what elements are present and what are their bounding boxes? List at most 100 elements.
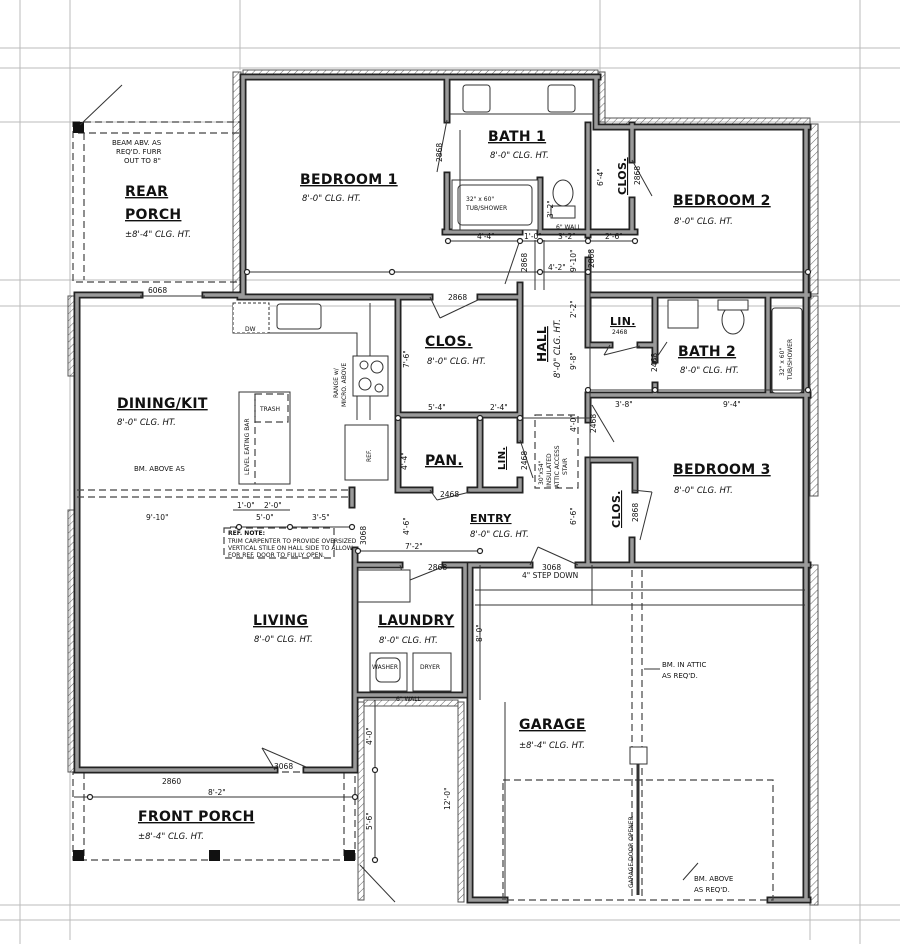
dryer-icon [412, 652, 452, 692]
beam-note: OUT TO 8" [124, 157, 161, 165]
dishwasher-label: DW [245, 326, 256, 333]
room-label-closet: CLOS. [425, 334, 473, 350]
dimension-label: 3'-2" [558, 232, 576, 241]
room-label-garage: GARAGE [519, 717, 586, 733]
dimension-label: 2'-4" [490, 403, 508, 412]
beam-note: BM. ABOVE [694, 875, 733, 883]
range-label: MICRO. ABOVE [341, 363, 348, 407]
garage-door-opener-label: GARAGE DOOR OPENER [628, 816, 635, 888]
tub-size: 32" x 60" [466, 196, 494, 203]
dimension-label: 3'-2" [546, 200, 555, 218]
dishwasher-icon [232, 302, 270, 334]
ceiling-height: ±8'-4" CLG. HT. [519, 741, 585, 751]
beam-note: BM. ABOVE AS [134, 465, 185, 473]
dimension-label: 9'-4" [723, 400, 741, 409]
door-label: 2868 [633, 166, 642, 185]
dimension-label: 5'-4" [428, 403, 446, 412]
sink-icon [667, 299, 699, 329]
dimension-label: 9'-10" [146, 513, 169, 522]
ceiling-height: 8'-0" CLG. HT. [674, 217, 733, 227]
dimension-label: 4'-4" [477, 232, 495, 241]
room-label-bedroom-3: BEDROOM 3 [673, 462, 771, 478]
attic-access-note: ATTIC ACCESS [554, 445, 561, 488]
tub-size: 32" x 60" [779, 348, 786, 376]
refrigerator-icon [344, 424, 389, 481]
room-label-rear-porch: PORCH [125, 207, 181, 223]
ref-label: REF. [366, 450, 373, 462]
door-label: 2868 [435, 143, 444, 162]
room-label-bath-1: BATH 1 [488, 129, 546, 145]
room-label-pantry: PAN. [425, 453, 463, 469]
ceiling-height: 8'-0" CLG. HT. [674, 486, 733, 496]
ceiling-height: 8'-0" CLG. HT. [302, 194, 361, 204]
dimension-label: 8'-2" [208, 788, 226, 797]
porch-column [73, 850, 84, 861]
dryer-label: DRYER [420, 664, 440, 671]
dimension-label: 2'-0" [264, 501, 282, 510]
ceiling-height: 8'-0" CLG. HT. [490, 151, 549, 161]
sink-icon [547, 84, 576, 113]
room-label-linen: LIN. [610, 315, 636, 328]
door-label: 2868 [631, 503, 640, 522]
dimension-label: 1'-0" [237, 501, 255, 510]
sink-icon [462, 84, 491, 113]
room-label-linen: LIN. [497, 447, 508, 470]
beam-note: AS REQ'D. [662, 672, 698, 680]
dimension-label: 7'-6" [402, 350, 411, 368]
tub-label: TUB/SHOWER [787, 339, 794, 381]
room-label-bath-2: BATH 2 [678, 344, 736, 360]
washer-label: WASHER [372, 664, 398, 671]
bathtub-icon [771, 307, 803, 394]
room-label-closet: CLOS. [616, 157, 629, 195]
step-down-note: 4" STEP DOWN [522, 571, 578, 580]
door-label: 2868 [428, 563, 447, 572]
dimension-label: 9'-10" [569, 249, 578, 272]
door-swings [261, 119, 668, 771]
door-label: 2468 [440, 490, 459, 499]
dimension-label: 4'-0" [569, 414, 578, 432]
dimension-label: 6'-6" [569, 507, 578, 525]
dimension-label: 8'-0" [475, 624, 484, 642]
room-label-rear-porch: REAR [125, 184, 168, 200]
beam-note: BM. IN ATTIC [662, 661, 707, 669]
porch-column [73, 122, 84, 133]
room-label-hall: HALL [535, 326, 549, 362]
ref-note-line: FOR REF. DOOR TO FULLY OPEN. [228, 552, 325, 559]
dimension-label: 2'-2" [569, 300, 578, 318]
dimension-label: 1'-0" [524, 232, 542, 241]
ceiling-height: 8'-0" CLG. HT. [680, 366, 739, 376]
attic-access-note: STAIR [562, 458, 569, 475]
door-label: 3068 [542, 563, 561, 572]
dimension-label: 5'-6" [365, 812, 374, 830]
trash-label: TRASH [259, 406, 280, 413]
eating-bar [238, 391, 291, 485]
dimension-lines [86, 130, 812, 900]
ceiling-height: 8'-0" CLG. HT. [427, 357, 486, 367]
room-label-bedroom-1: BEDROOM 1 [300, 172, 398, 188]
ceiling-height: ±8'-4" CLG. HT. [138, 832, 204, 842]
wall-note: 6" WALL [556, 224, 582, 231]
ceiling-height: 8'-0" CLG. HT. [254, 635, 313, 645]
porch-column [209, 850, 220, 861]
dimension-label: 6'-4" [596, 168, 605, 186]
door-label: 2468 [650, 353, 659, 372]
toilet-icon [552, 179, 574, 207]
walls [77, 77, 808, 900]
ref-note-line: VERTICAL STILE ON HALL SIDE TO ALLOW [228, 545, 353, 552]
room-label-closet: CLOS. [610, 490, 623, 528]
range-label: RANGE w/ [333, 367, 340, 398]
hatched-walls [67, 69, 819, 906]
dimension-label: 4'-6" [402, 517, 411, 535]
room-label-dining-kitchen: DINING/KIT [117, 396, 208, 412]
attic-access-note: INSULATED [546, 453, 553, 487]
ref-note-line: TRIM CARPENTER TO PROVIDE OVERSIZED [227, 538, 357, 545]
tub-label: TUB/SHOWER [465, 205, 507, 212]
ref-note-title: REF. NOTE: [228, 530, 265, 537]
room-label-laundry: LAUNDRY [378, 613, 455, 629]
dimension-label: 12'-0" [443, 787, 452, 810]
dimension-label: 3'-5" [312, 513, 330, 522]
door-label: 2468 [612, 329, 627, 336]
window-label: 2860 [162, 777, 181, 786]
front-porch-outline [72, 771, 396, 903]
room-label-entry: ENTRY [470, 512, 512, 525]
